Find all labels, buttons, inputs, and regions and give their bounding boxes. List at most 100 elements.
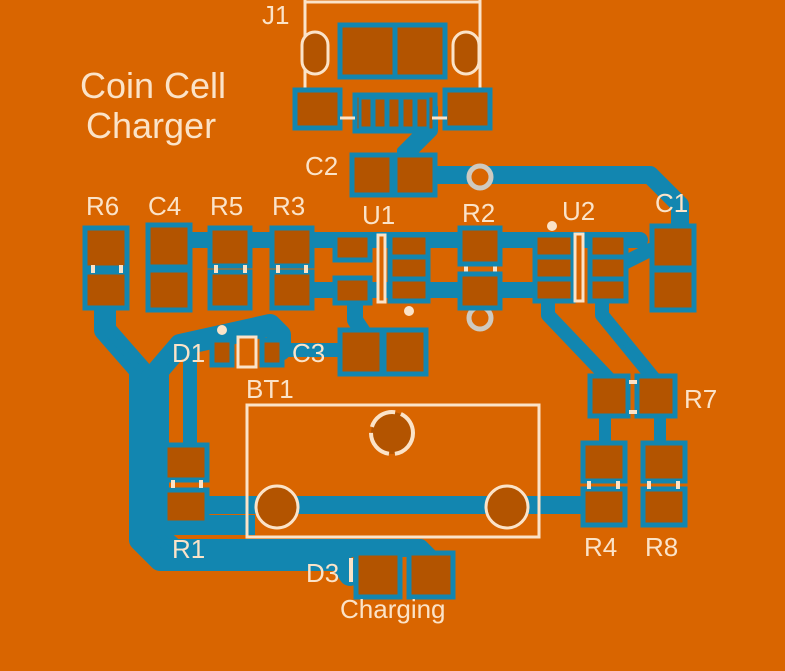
r6-pad [82,225,130,271]
j1-pad [442,87,493,131]
r3-pad [269,225,315,269]
u1-pad [332,275,373,306]
u2-pad [587,276,629,304]
trace-gap [545,297,613,383]
c2-pad [392,152,438,198]
u2-pad [532,254,576,282]
ic-u1: U1 [332,200,431,316]
capacitor-c2: C2 [305,151,438,198]
u1-pad [387,232,431,260]
j1-pad [292,87,343,131]
r6-pad [82,269,130,311]
ref-r1: R1 [172,534,205,564]
capacitor-c1: C1 [649,188,697,313]
resistor-r3: R3 [269,191,315,311]
u1-pad [387,254,431,282]
d1-silk-body [236,335,258,369]
ref-j1: J1 [262,0,289,30]
d3-cathode-mark [349,558,353,582]
pin1-marker [217,325,227,335]
u2-pad [532,232,576,260]
resistor-r1: R1 [162,442,210,564]
resistor-r8: R8 [640,440,688,562]
ref-r2: R2 [462,198,495,228]
led-d3: D3 Charging [306,550,456,624]
r4-pad [580,486,628,528]
r4-pad [580,440,628,484]
r2-pad [457,225,503,267]
u2-silk-body [573,232,585,303]
battery-bt1: BT1 [245,374,541,539]
board-title-line2: Charger [86,105,216,146]
connector-j1: J1 [262,0,493,134]
u1-pad [387,276,431,304]
ref-u2: U2 [562,196,595,226]
u2-pad [587,254,629,282]
r8-pad [640,440,688,484]
capacitor-c4: C4 [145,191,193,313]
c1-pad [649,267,697,313]
r7-pad [587,373,631,419]
c3-pad [381,327,429,377]
ref-r7: R7 [684,384,717,414]
r5-pad [207,269,253,311]
bt1-pad [369,410,415,456]
ref-c3: C3 [292,338,325,368]
r8-pad [640,486,688,528]
c4-pad [145,222,193,270]
u2-pad [587,232,629,260]
r1-pad [162,442,210,483]
r3-pad [269,269,315,311]
j1-mount-hole [451,30,481,76]
resistor-r4: R4 [580,440,628,562]
ref-r3: R3 [272,191,305,221]
ref-d3: D3 [306,558,339,588]
via [466,163,494,191]
ref-d1: D1 [172,338,205,368]
u2-pad [532,276,576,304]
u1-pad [332,232,373,263]
j1-shield-pad [337,22,398,80]
bt1-pad [254,484,300,530]
resistor-r6: R6 [82,191,130,311]
board-title-line1: Coin Cell [80,65,226,106]
r1-pad [162,487,210,526]
ref-bt1: BT1 [246,374,294,404]
j1-shield-pad [392,22,448,80]
resistor-r7: R7 [587,373,717,419]
ref-c4: C4 [148,191,181,221]
c1-pad [649,223,697,271]
d3-pad [353,550,403,600]
trace-gap [157,367,423,551]
ref-r4: R4 [584,532,617,562]
c3-pad [337,327,385,377]
c2-pad [349,152,395,198]
pin1-marker [547,221,557,231]
bt1-pad [484,484,530,530]
ic-u2: U2 [532,196,629,304]
bt1-outline [245,403,541,539]
ref-r8: R8 [645,532,678,562]
j1-mount-hole [300,30,330,76]
r7-pad [634,373,678,419]
pin1-marker [404,306,414,316]
silk-marks [91,265,497,273]
r2-pad [457,271,503,311]
capacitor-c3: C3 [292,327,429,377]
resistor-r5: R5 [207,191,253,311]
ref-c2: C2 [305,151,338,181]
resistor-r2: R2 [457,198,503,311]
ref-r5: R5 [210,191,243,221]
charging-label: Charging [340,594,446,624]
ref-r6: R6 [86,191,119,221]
diode-d1: D1 [172,325,285,369]
u1-silk-body [376,233,387,304]
d1-pad [259,337,285,368]
d3-pad [406,550,456,600]
trace-gap [427,172,678,233]
c4-pad [145,267,193,313]
ref-u1: U1 [362,200,395,230]
d1-pad [209,337,235,368]
trace-gap [102,302,343,563]
